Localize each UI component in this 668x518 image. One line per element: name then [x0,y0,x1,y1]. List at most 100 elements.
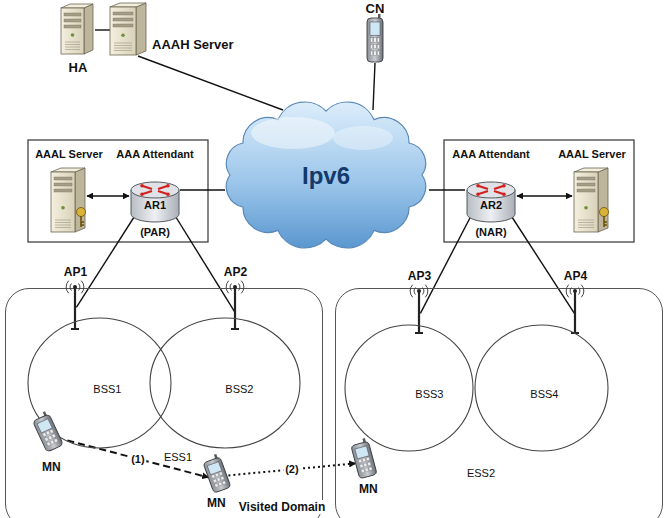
power-button [61,206,65,210]
phone-key [46,431,50,435]
drive-slot [577,189,595,192]
router-arrow-tip [476,184,480,188]
vent-line [114,48,132,49]
server-side [598,168,608,232]
router-arrow-tip [166,184,170,188]
phone-body [202,454,231,494]
vent-line [578,220,594,221]
phone-key [366,457,370,461]
server-icon: AAAL Server [560,146,624,238]
node-label: AAAH Server [152,38,234,53]
node-label: Ipv6 [302,162,350,190]
vent-line [55,225,71,226]
phone-case [203,457,231,493]
cell-outline [475,325,608,451]
node-label: AR2 [480,199,502,212]
node-label: BSS4 [530,388,558,401]
phone-key [47,442,51,446]
connector [180,189,225,190]
server-icon: AAAL Server [37,146,101,238]
node-label: AP1 [64,267,87,281]
radio-wave [82,281,85,294]
phone-key [374,51,376,55]
node-label: AAAL Server [35,148,103,161]
mobile-node: MN [339,443,389,499]
cloud-highlight [251,117,335,149]
node-label: (NAR) [475,226,506,239]
phone-key [50,430,54,434]
cell-outline [345,325,473,451]
radio-wave [227,281,230,294]
router-top [131,182,179,198]
vent-line [55,220,71,221]
radio-wave [582,285,585,298]
node-label: AAA Attendant [116,148,193,161]
server-side [136,3,146,55]
phone-key [221,477,225,481]
drive-slot [64,25,81,28]
drive-slot [54,189,72,192]
node-label: (PAR) [140,226,170,239]
phone-case [367,18,383,62]
antenna-tip [233,285,237,289]
node-label: BSS3 [415,388,443,401]
server-icon: HA [58,2,98,78]
router-arrow-tip [140,184,144,188]
phone-key [369,467,373,471]
bss-cell: BSS4 [474,324,609,452]
drive-slot [113,18,133,21]
router-arrow-tip [476,192,480,196]
phone-key [52,434,56,438]
vent-line [578,227,594,228]
phone-screen [208,462,223,475]
radio-wave [414,288,415,295]
network-cloud: Ipv6 [213,88,440,263]
vent-line [65,44,80,45]
radio-wave [567,285,570,298]
router-icon: AAA AttendantAR1 (PAR) [114,146,196,241]
phone-key [219,472,223,476]
node-label: MN [42,461,61,475]
node-label: AP3 [408,271,431,285]
access-point: AP2 [217,265,253,333]
phone-key [212,475,216,479]
server-top [574,168,608,172]
server-top [51,168,85,172]
radio-wave [70,284,71,291]
connector [67,440,208,477]
vent-line [65,47,80,48]
vent-line [578,225,594,226]
server-side [75,168,85,232]
server-front [51,172,75,232]
connector [517,195,572,196]
key-shaft [81,216,84,227]
radio-wave [67,281,70,294]
phone-key [363,458,367,462]
phone-key [377,51,379,55]
connector [95,29,110,30]
phone-key [54,439,58,443]
vent-line [55,227,71,228]
phone-icon: CN [355,0,395,64]
connector [87,195,129,196]
router-arrow-tip [502,184,506,188]
phone-key [217,478,221,482]
vent-line [578,222,594,223]
drive-slot [64,13,81,16]
node-label: AR1 [144,199,166,212]
drive-slot [54,183,72,186]
bss-cell: BSS3 [344,324,474,452]
key-bow [77,208,86,217]
node-label: ESS2 [467,467,495,480]
ess-region: ESS2AP3AP4BSS3BSS4MN [335,288,663,518]
step-number: (2) [283,463,300,475]
router-box [28,140,208,242]
vent-line [114,45,132,46]
drive-slot [64,19,81,22]
node-outline [37,146,101,238]
server-front [61,8,84,54]
radio-wave [570,288,571,295]
node-label: AP4 [564,271,587,285]
phone-key [377,44,379,48]
